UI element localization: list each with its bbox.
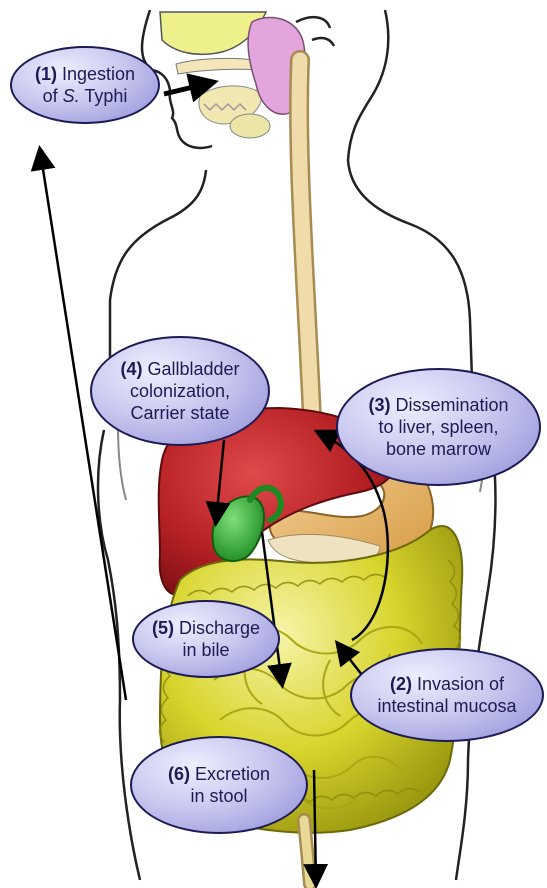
step-1-italic: S.	[63, 86, 80, 106]
step-3-number: (3)	[368, 395, 390, 415]
step-3-text-1: Dissemination	[395, 395, 508, 415]
step-3-text-2: to liver, spleen,	[378, 416, 498, 438]
step-2-text-1: Invasion of	[417, 674, 504, 694]
step-2-invasion-bubble: (2) Invasion of intestinal mucosa	[350, 648, 544, 742]
step-6-text-2: in stool	[190, 785, 247, 807]
step-6-text-1: Excretion	[195, 764, 270, 784]
step-2-text-2: intestinal mucosa	[377, 695, 516, 717]
step-1-suffix: Typhi	[80, 86, 128, 106]
step-5-number: (5)	[152, 618, 174, 638]
step-3-dissemination-bubble: (3) Dissemination to liver, spleen, bone…	[336, 368, 541, 486]
step-5-text-1: Discharge	[179, 618, 260, 638]
step-4-text-3: Carrier state	[130, 402, 229, 424]
submandibular-gland	[230, 114, 270, 138]
step-4-text-1: Gallbladder	[147, 359, 239, 379]
step-4-number: (4)	[120, 359, 142, 379]
step-6-number: (6)	[168, 764, 190, 784]
step-6-excretion-bubble: (6) Excretion in stool	[130, 736, 308, 834]
step-2-number: (2)	[390, 674, 412, 694]
step-1-number: (1)	[35, 64, 57, 84]
step-1-text-1: Ingestion	[62, 64, 135, 84]
step-1-ingestion-bubble: (1) Ingestion of S. Typhi	[10, 46, 160, 124]
step-4-text-2: colonization,	[130, 380, 230, 402]
step-5-discharge-bubble: (5) Discharge in bile	[132, 600, 280, 678]
step-3-text-3: bone marrow	[386, 438, 491, 460]
step-1-prefix: of	[43, 86, 63, 106]
step-5-text-2: in bile	[182, 639, 229, 661]
step-4-gallbladder-bubble: (4) Gallbladder colonization, Carrier st…	[90, 336, 270, 446]
